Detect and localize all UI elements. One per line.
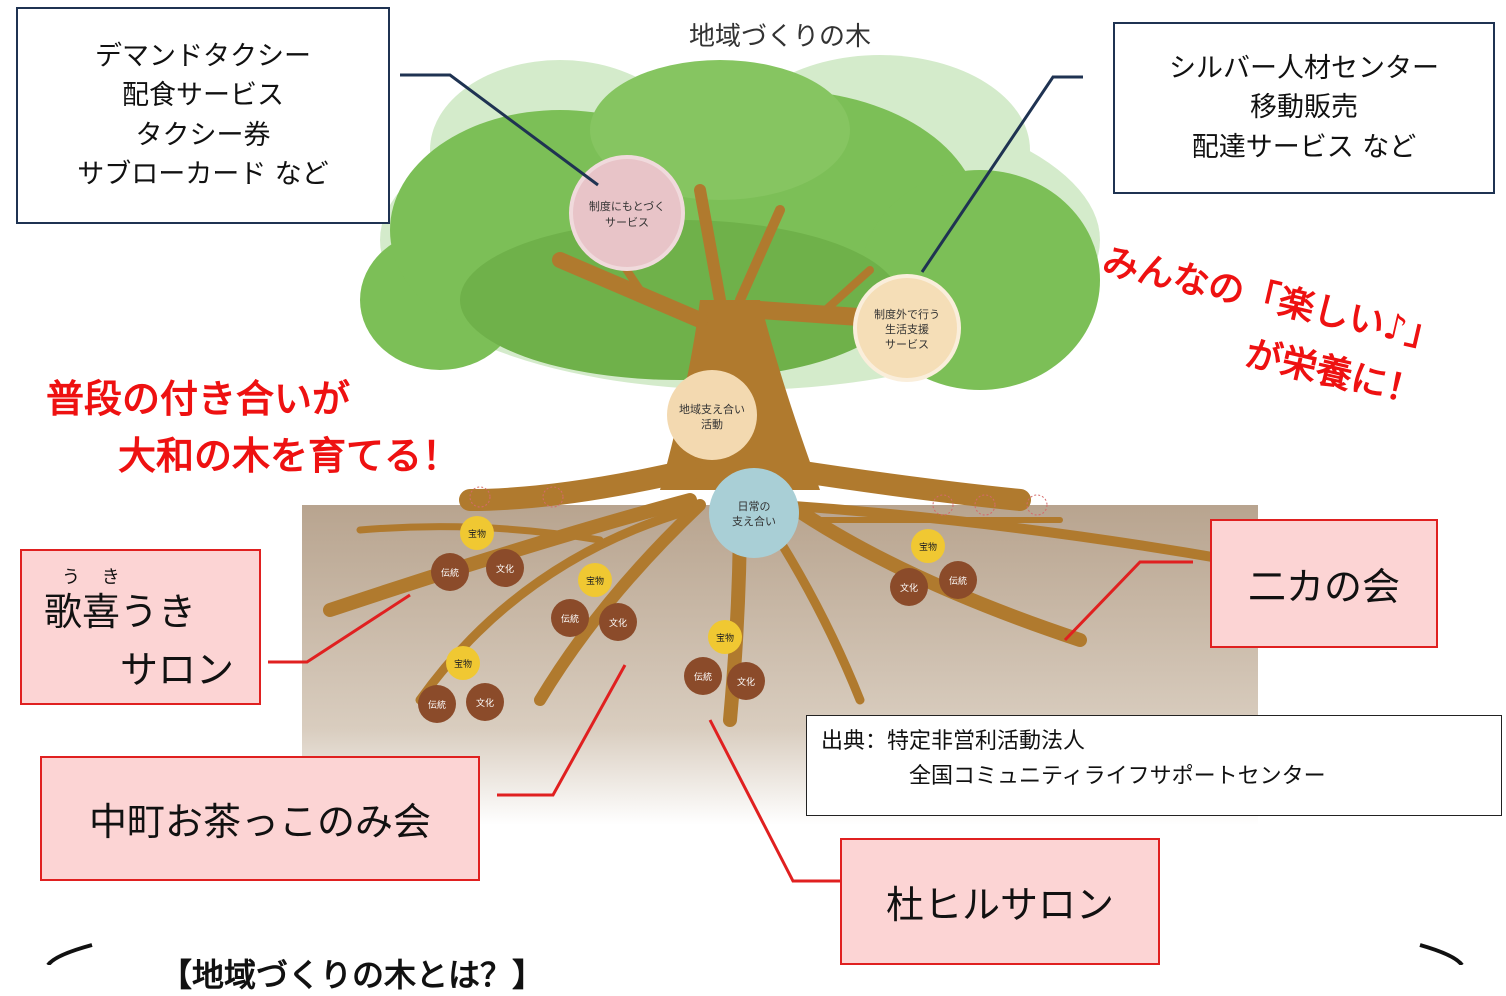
outside-services-line: 移動販売 — [1250, 92, 1358, 124]
system-services-line: 配食サービス — [122, 80, 284, 112]
svg-text:伝統: 伝統 — [441, 567, 459, 579]
system-services-line: サブローカード など — [77, 158, 329, 190]
slogan-left-line2: 大和の木を育てる！ — [118, 434, 461, 478]
root-cluster-2: 宝物 伝統 文化 — [551, 563, 637, 641]
bottom-bracket-left — [46, 943, 93, 965]
nakamachi-label: 中町お茶っこのみ会 — [88, 800, 431, 844]
svg-text:伝統: 伝統 — [561, 613, 579, 625]
connector-top-right — [920, 75, 1083, 273]
root-cluster-3: 宝物 伝統 文化 — [418, 646, 504, 723]
circle-system-line2: サービス — [605, 216, 649, 229]
nirikinokai-label: 二カの会 — [1247, 565, 1400, 609]
root-tips — [469, 486, 1048, 516]
group-nirikinokai-box: 二カの会 — [1210, 519, 1438, 648]
root-cluster-5: 宝物 文化 伝統 — [890, 529, 977, 606]
bottom-bracket-right — [1419, 943, 1464, 965]
bottom-heading: 【地域づくりの木とは？】 — [160, 956, 545, 994]
circle-outside-service: 制度外で行う 生活支援 サービス — [853, 274, 961, 382]
connector-nirikinokai — [1063, 560, 1193, 642]
svg-text:文化: 文化 — [900, 582, 918, 594]
svg-text:文化: 文化 — [737, 676, 755, 688]
system-services-box: デマンドタクシー 配食サービス タクシー券 サブローカード など — [16, 7, 390, 224]
connector-lines — [268, 73, 1193, 883]
circle-community-line1: 地域支え合い — [679, 402, 745, 416]
slogan-left-line1: 普段の付き合いが — [46, 377, 351, 421]
connector-morihill — [708, 719, 843, 883]
svg-text:伝統: 伝統 — [694, 671, 712, 683]
circle-daily-line1: 日常の — [738, 500, 771, 513]
diagram-title: 地域づくりの木 — [688, 22, 871, 52]
circle-community-line2: 活動 — [701, 417, 723, 431]
system-services-line: デマンドタクシー — [95, 41, 311, 73]
svg-text:文化: 文化 — [609, 617, 627, 629]
circle-outside-line3: サービス — [885, 338, 929, 351]
outside-services-line: シルバー人材センター — [1169, 53, 1439, 85]
circle-outside-line1: 制度外で行う — [874, 307, 940, 321]
uki-line2: サロン — [120, 648, 235, 692]
circle-system-line1: 制度にもとづく — [589, 199, 665, 213]
circle-community-activity: 地域支え合い 活動 — [667, 370, 757, 460]
svg-text:伝統: 伝統 — [428, 699, 446, 711]
circle-daily-support: 日常の 支え合い — [709, 468, 799, 558]
circle-outside-line2: 生活支援 — [885, 322, 929, 336]
uki-line1: 歌喜うき — [44, 590, 197, 634]
connector-uki — [268, 593, 411, 664]
circle-daily-line2: 支え合い — [732, 514, 776, 528]
svg-text:宝物: 宝物 — [454, 658, 472, 670]
svg-text:宝物: 宝物 — [716, 632, 734, 644]
svg-text:伝統: 伝統 — [949, 575, 967, 587]
root-cluster-4: 宝物 伝統 文化 — [684, 620, 765, 700]
root-cluster-1: 宝物 伝統 文化 — [431, 516, 524, 591]
morihill-label: 杜ヒルサロン — [885, 883, 1114, 927]
circle-system-service: 制度にもとづく サービス — [569, 155, 685, 271]
svg-text:宝物: 宝物 — [919, 541, 937, 553]
svg-text:宝物: 宝物 — [468, 528, 486, 540]
outside-services-box: シルバー人材センター 移動販売 配達サービス など — [1113, 22, 1495, 194]
svg-text:文化: 文化 — [476, 697, 494, 709]
system-services-line: タクシー券 — [135, 119, 271, 151]
group-uki-salon-box: う き 歌喜うき サロン — [20, 549, 261, 705]
diagram-stage: 制度にもとづく サービス 制度外で行う 生活支援 サービス 地域支え合い 活動 … — [16, 7, 1502, 994]
outside-services-line: 配達サービス など — [1191, 131, 1417, 163]
group-nakamachi-box: 中町お茶っこのみ会 — [40, 756, 480, 881]
source-line1: 出典：特定非営利活動法人 — [821, 729, 1086, 754]
source-box: 出典：特定非営利活動法人 全国コミュニティライフサポートセンター — [806, 715, 1502, 816]
group-morihill-box: 杜ヒルサロン — [840, 838, 1160, 965]
uki-ruby: う き — [62, 567, 128, 588]
connector-top-left — [400, 73, 599, 187]
source-line2: 全国コミュニティライフサポートセンター — [909, 764, 1326, 790]
connector-nakamachi — [497, 664, 627, 797]
tree-illustration: 制度にもとづく サービス 制度外で行う 生活支援 サービス 地域支え合い 活動 … — [46, 55, 1464, 965]
svg-text:文化: 文化 — [496, 563, 514, 575]
svg-text:宝物: 宝物 — [586, 575, 604, 587]
